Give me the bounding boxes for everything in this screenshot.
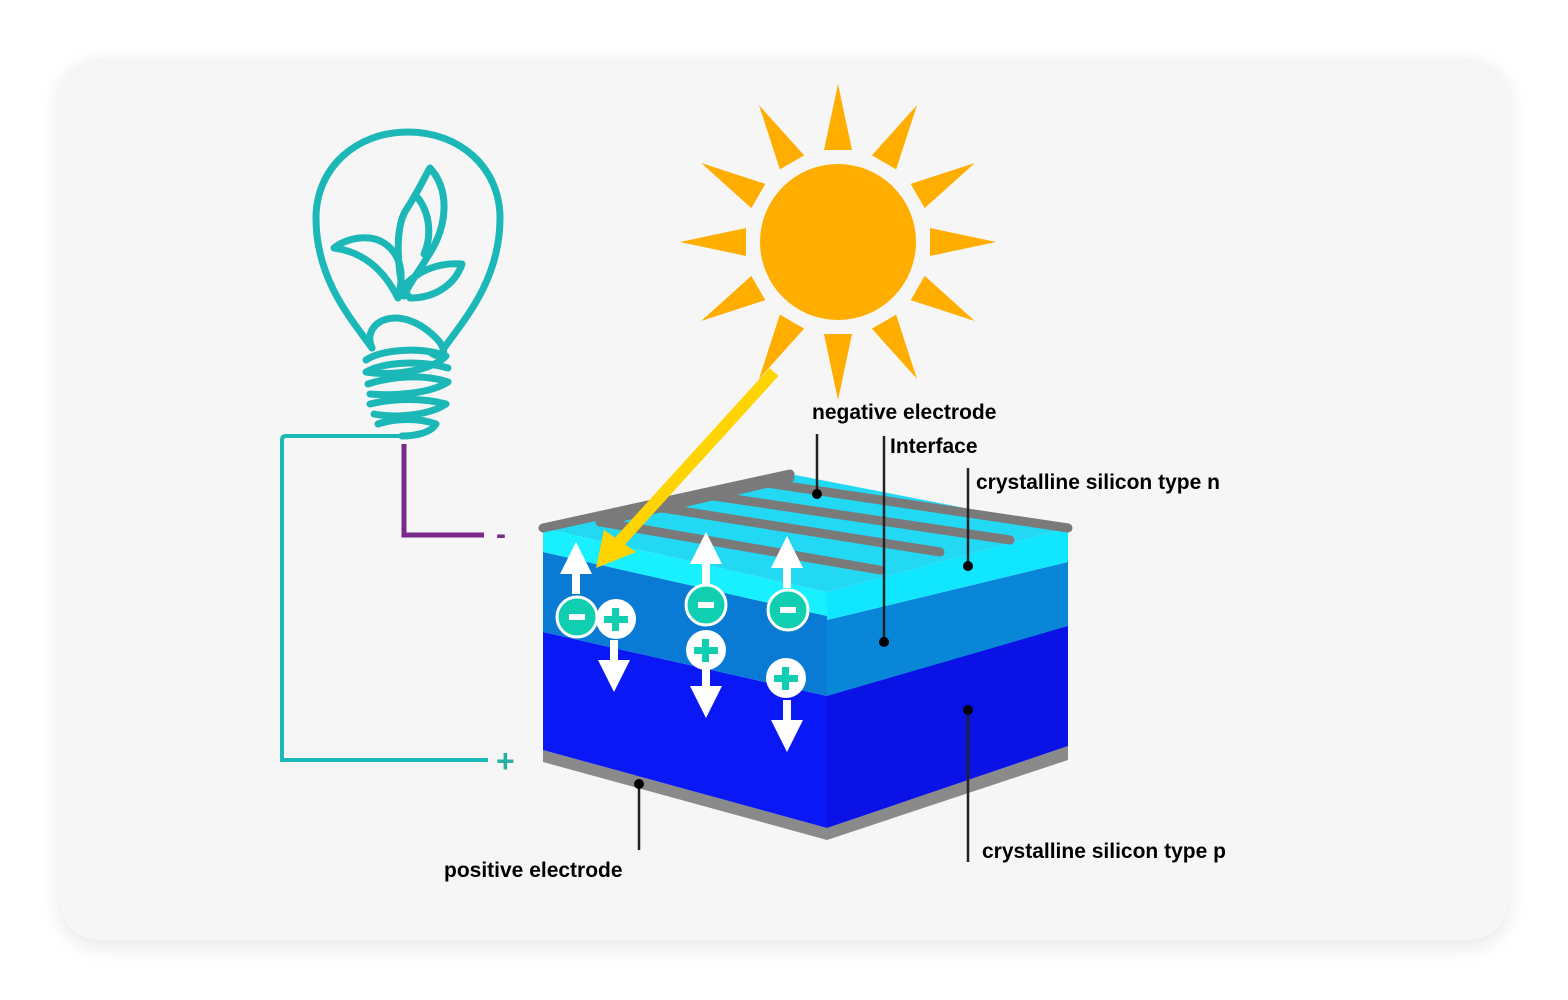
leaf-icon xyxy=(330,164,466,302)
minus-charge-icon xyxy=(555,583,810,639)
n-type-label: crystalline silicon type n xyxy=(976,471,1220,494)
interface-label: Interface xyxy=(890,435,978,458)
negative-electrode-label: negative electrode xyxy=(812,401,997,424)
positive-wire xyxy=(280,434,488,762)
negative-terminal-sign: - xyxy=(496,518,506,551)
interface-right xyxy=(827,562,1068,696)
negative-electrode-fingers xyxy=(538,469,1073,575)
leader-lines xyxy=(634,434,973,862)
negative-wire xyxy=(401,444,484,538)
arrow-icon xyxy=(596,367,779,568)
charge-carriers xyxy=(560,532,803,752)
sun-icon xyxy=(680,84,996,400)
light-bulb-icon xyxy=(312,128,504,440)
positive-electrode-label: positive electrode xyxy=(444,859,623,882)
interface-front xyxy=(543,552,827,696)
solar-cell-block xyxy=(538,469,1073,840)
positive-terminal-sign: + xyxy=(496,743,515,779)
positive-electrode-layer xyxy=(543,746,1068,840)
plus-charge-icon xyxy=(596,599,806,698)
n-type-right xyxy=(827,528,1068,620)
p-type-label: crystalline silicon type p xyxy=(982,840,1226,863)
